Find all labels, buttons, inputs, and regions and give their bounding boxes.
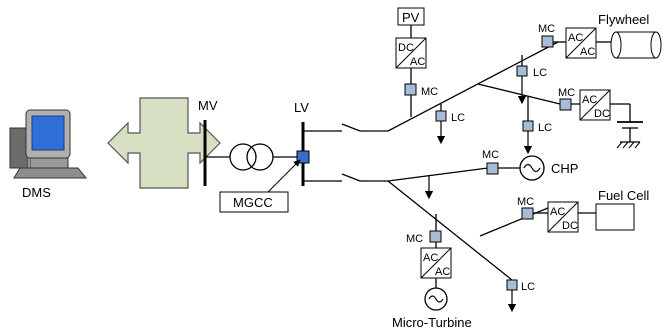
dms-computer-icon	[9, 109, 88, 179]
pv-label: PV	[402, 10, 420, 25]
lc-label-1: LC	[451, 112, 465, 124]
flywheel-conv-top: AC	[568, 32, 583, 44]
lc-label-3: LC	[538, 122, 552, 134]
pv-conv-top: DC	[398, 42, 414, 54]
mv-label: MV	[198, 98, 218, 113]
lc-label-4: LC	[521, 281, 535, 293]
fuel-cell-mc-node	[521, 207, 534, 220]
battery-icon	[616, 104, 643, 149]
lv-controller-node	[296, 150, 310, 164]
flywheel-icon	[610, 31, 662, 59]
transformer-secondary	[246, 143, 274, 171]
pv-conv-bottom: AC	[410, 56, 425, 68]
flywheel-conv-bottom: AC	[580, 46, 595, 58]
lc-node-2	[516, 65, 528, 77]
upper-feeder-switch	[341, 123, 361, 132]
mgcc-box	[219, 191, 289, 213]
transformer-primary	[229, 143, 257, 171]
lv-label: LV	[294, 100, 309, 115]
dms-label: DMS	[22, 185, 51, 200]
fuel-cell-label: Fuel Cell	[598, 188, 649, 203]
lower-feeder-switch	[341, 173, 361, 182]
communication-arrow	[107, 97, 221, 189]
storage-conv-bottom: DC	[594, 108, 610, 120]
chp-mc-node	[486, 162, 499, 175]
storage-conv-top: AC	[582, 94, 597, 106]
fuel-cell-mc-label: MC	[517, 196, 534, 208]
lc-node-4	[506, 279, 518, 291]
micro-turbine-mc-label: MC	[406, 233, 423, 245]
flywheel-mc-node	[541, 35, 554, 48]
fuel-cell-box	[595, 203, 635, 231]
chp-mc-label: MC	[482, 149, 499, 161]
storage-mc-node	[559, 98, 572, 111]
micro-turbine-conv-top: AC	[423, 252, 438, 264]
lc-node-1	[435, 110, 447, 122]
fuel-cell-conv-top: AC	[550, 206, 565, 218]
lc-node-3	[522, 120, 534, 132]
micro-turbine-conv-bottom: AC	[435, 266, 450, 278]
mgcc-label: MGCC	[233, 195, 273, 210]
chp-label: CHP	[551, 161, 578, 176]
pv-mc-label: MC	[421, 86, 438, 98]
lc-label-2: LC	[533, 67, 547, 79]
flywheel-label: Flywheel	[598, 12, 649, 27]
micro-turbine-label: Micro-Turbine	[392, 315, 472, 330]
pv-mc-node	[404, 83, 417, 96]
flywheel-mc-label: MC	[538, 23, 555, 35]
micro-turbine-mc-node	[429, 230, 442, 243]
storage-mc-label: MC	[558, 87, 575, 99]
fuel-cell-conv-bottom: DC	[562, 220, 578, 232]
